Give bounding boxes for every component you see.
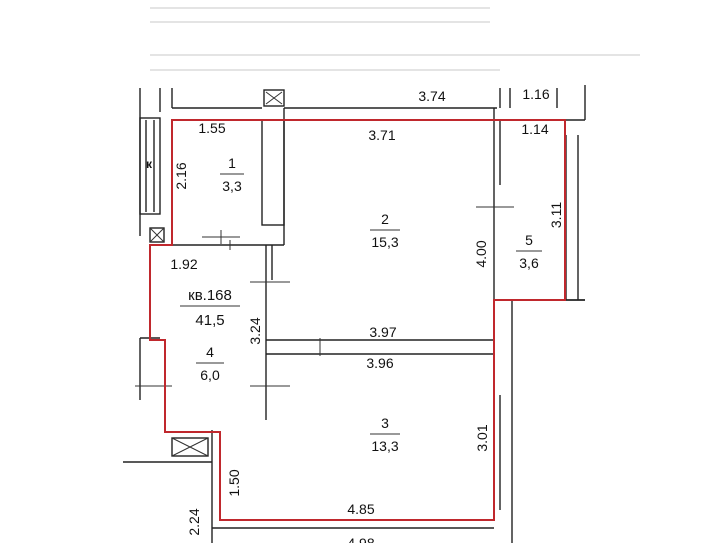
room-2-number: 2 xyxy=(381,211,389,227)
dim-2-24: 2.24 xyxy=(186,508,202,535)
dim-3-74: 3.74 xyxy=(418,88,445,104)
k-marker: к xyxy=(146,157,153,171)
room-2-area: 15,3 xyxy=(371,234,398,250)
opening-marks xyxy=(135,206,514,387)
dim-3-96: 3.96 xyxy=(366,355,393,371)
dim-4-85: 4.85 xyxy=(347,501,374,517)
room-5-label: 5 3,6 xyxy=(516,232,542,271)
room-2-label: 2 15,3 xyxy=(370,211,400,250)
dim-1-50: 1.50 xyxy=(226,469,242,496)
room-5-area: 3,6 xyxy=(519,255,539,271)
dim-3-97: 3.97 xyxy=(369,324,396,340)
dim-3-11: 3.11 xyxy=(548,202,564,228)
dim-4-98: 4.98 xyxy=(347,535,374,543)
dim-1-16: 1.16 xyxy=(522,86,549,102)
dim-4-00: 4.00 xyxy=(473,240,489,267)
room-1-label: 1 3,3 xyxy=(220,155,244,194)
dim-1-55: 1.55 xyxy=(198,120,225,136)
dim-3-71: 3.71 xyxy=(368,127,395,143)
room-labels: 1 3,3 2 15,3 3 13,3 4 6,0 5 3,6 xyxy=(196,155,542,454)
dimension-labels: 3.74 1.16 1.55 3.71 1.14 2.16 3.11 4.00 … xyxy=(170,86,564,543)
dim-3-01: 3.01 xyxy=(474,424,490,451)
room-4-area: 6,0 xyxy=(200,367,220,383)
dim-1-14: 1.14 xyxy=(521,121,548,137)
walls xyxy=(123,85,586,543)
room-1-area: 3,3 xyxy=(222,178,242,194)
dim-3-24: 3.24 xyxy=(247,317,263,344)
room-4-label: 4 6,0 xyxy=(196,344,224,383)
room-3-label: 3 13,3 xyxy=(370,415,400,454)
room-3-number: 3 xyxy=(381,415,389,431)
room-4-number: 4 xyxy=(206,344,214,360)
room-1-number: 1 xyxy=(228,155,236,171)
apartment-outline xyxy=(149,119,566,521)
apartment-label: кв.168 41,5 xyxy=(180,287,240,329)
room-3-area: 13,3 xyxy=(371,438,398,454)
dim-1-92: 1.92 xyxy=(170,256,197,272)
top-faint-lines xyxy=(150,7,640,71)
dim-2-16: 2.16 xyxy=(173,162,189,189)
apartment-number: кв.168 xyxy=(188,287,232,304)
room-5-number: 5 xyxy=(525,232,533,248)
apartment-area: 41,5 xyxy=(195,312,224,329)
